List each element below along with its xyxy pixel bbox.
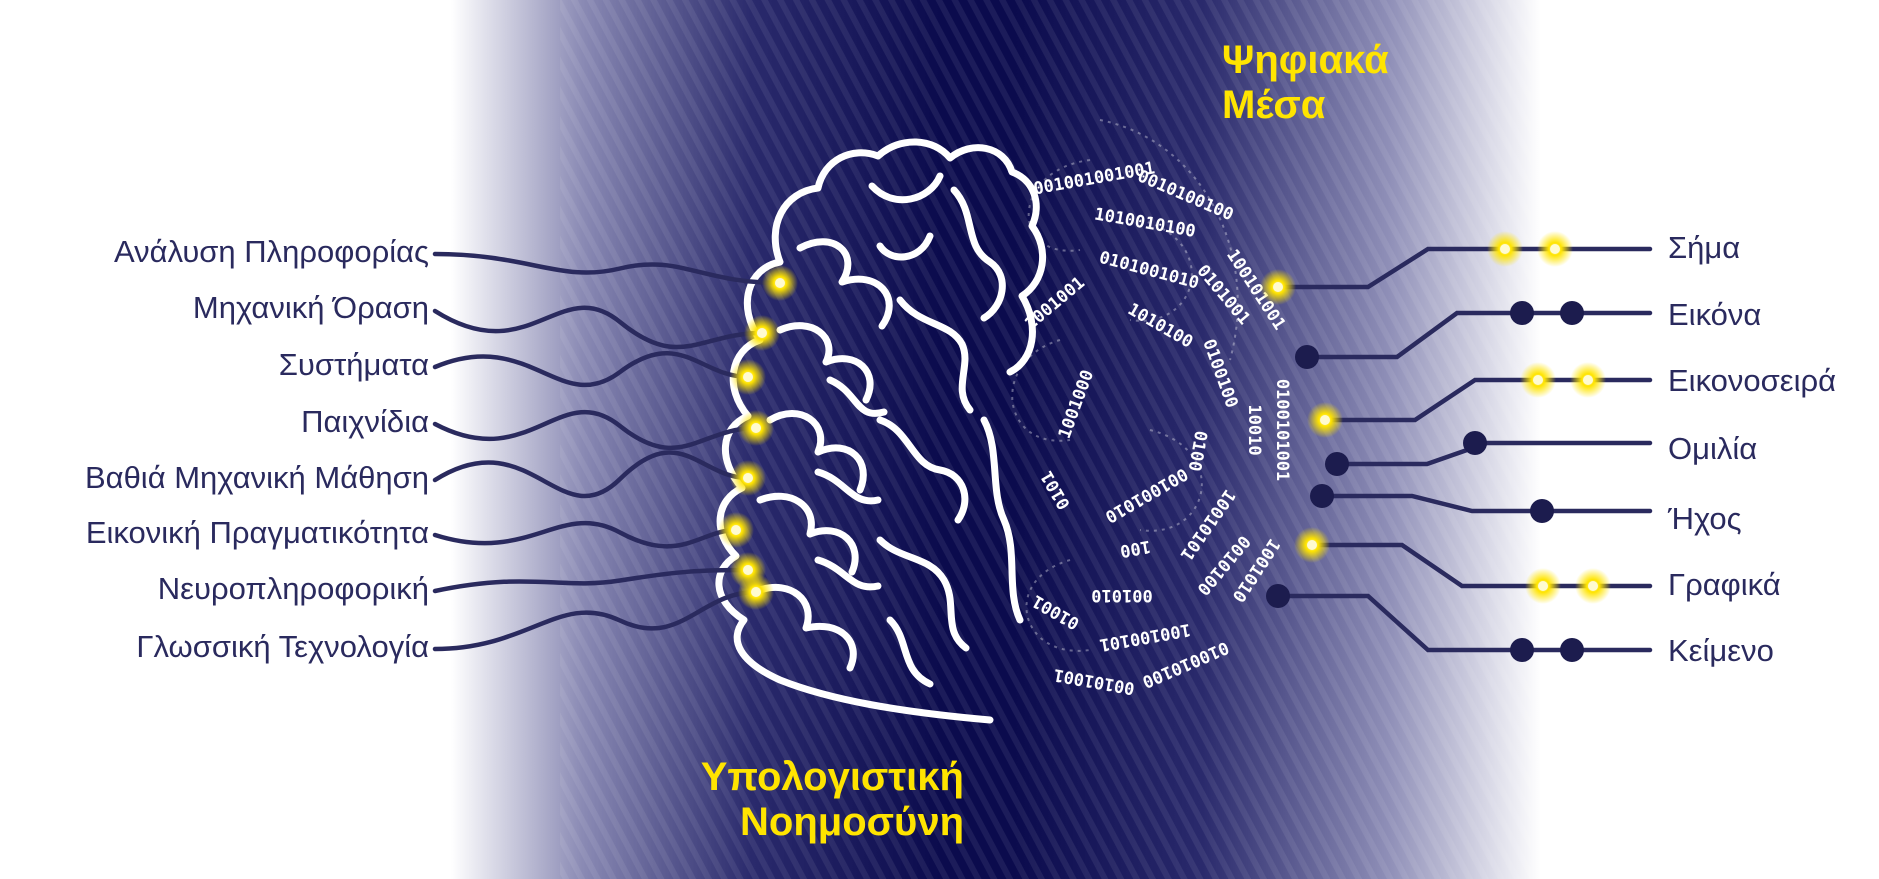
title-dm-line-2: Μέσα (1222, 83, 1389, 128)
title-dm-line-1: Ψηφιακά (1222, 38, 1389, 83)
label-graphics: Γραφικά (1668, 569, 1781, 600)
glow-core (757, 328, 767, 338)
label-information-analysis: Ανάλυση Πληροφορίας (114, 236, 429, 267)
dark-node (1310, 484, 1334, 508)
label-video: Εικονοσειρά (1668, 365, 1836, 396)
binary-text: 001010 (1091, 585, 1152, 605)
glow-core (1588, 581, 1598, 591)
dark-node (1266, 584, 1290, 608)
label-signal: Σήμα (1668, 232, 1740, 263)
label-language-technology: Γλωσσική Τεχνολογία (136, 631, 429, 662)
glow-core (1583, 375, 1593, 385)
binary-text: 0100101001 (1272, 379, 1292, 481)
dark-node (1295, 345, 1319, 369)
glow-core (775, 278, 785, 288)
label-audio: Ήχος (1668, 503, 1742, 534)
glow-core (751, 423, 761, 433)
dark-node (1325, 452, 1349, 476)
dark-node (1463, 431, 1487, 455)
dark-node (1560, 638, 1584, 662)
glow-core (1307, 540, 1317, 550)
label-speech: Ομιλία (1668, 433, 1757, 464)
label-machine-vision: Μηχανική Όραση (193, 292, 429, 323)
glow-core (1533, 375, 1543, 385)
glow-core (1550, 244, 1560, 254)
label-text: Κείμενο (1668, 635, 1774, 666)
glow-core (743, 372, 753, 382)
label-virtual-reality: Εικονική Πραγματικότητα (86, 517, 429, 548)
title-ci-line-1: Υπολογιστική (701, 755, 964, 800)
digital-media-title: Ψηφιακά Μέσα (1222, 38, 1389, 128)
label-deep-learning: Βαθιά Μηχανική Μάθηση (85, 462, 429, 493)
binary-text: 10010 (1244, 404, 1264, 455)
dark-node (1560, 301, 1584, 325)
label-systems: Συστήματα (279, 349, 429, 380)
glow-core (751, 587, 761, 597)
glow-core (1500, 244, 1510, 254)
glow-core (1273, 282, 1283, 292)
dark-node (1510, 301, 1534, 325)
glow-core (743, 473, 753, 483)
glow-core (1320, 415, 1330, 425)
glow-core (743, 565, 753, 575)
label-neuroinformatics: Νευροπληροφορική (158, 573, 429, 604)
label-image: Εικόνα (1668, 299, 1761, 330)
label-games: Παιχνίδια (301, 406, 429, 437)
glow-core (731, 525, 741, 535)
dark-node (1530, 499, 1554, 523)
dark-node (1510, 638, 1534, 662)
title-ci-line-2: Νοημοσύνη (701, 800, 964, 845)
computational-intelligence-title: Υπολογιστική Νοημοσύνη (701, 755, 964, 845)
glow-core (1538, 581, 1548, 591)
